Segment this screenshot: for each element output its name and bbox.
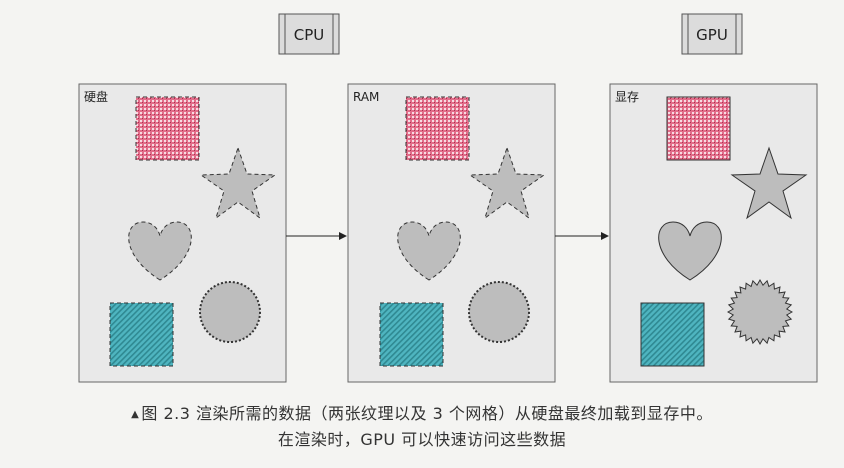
star-mesh — [199, 146, 277, 220]
cpu-label: CPU — [294, 26, 325, 44]
star-mesh — [468, 146, 546, 220]
gear-mesh — [468, 281, 530, 343]
caption-marker: ▲ — [131, 409, 140, 420]
gpu-label: GPU — [696, 26, 728, 44]
ram-panel: RAM — [347, 83, 556, 383]
figure-caption-line2: 在渲染时，GPU 可以快速访问这些数据 — [277, 430, 567, 449]
vram-panel: 显存 — [609, 83, 818, 383]
gpu-chip: GPU — [681, 13, 743, 55]
memory-transfer-diagram: CPU GPU 硬盘 RAM 显存 — [78, 13, 818, 383]
heart-mesh — [128, 221, 192, 281]
vram-label: 显存 — [615, 90, 639, 104]
disk-panel: 硬盘 — [78, 83, 287, 383]
caption-text-1: 图 2.3 渲染所需的数据（两张纹理以及 3 个网格）从硬盘最终加载到显存中。 — [141, 404, 713, 423]
pink-texture — [135, 96, 200, 161]
figure-caption-line1: ▲图 2.3 渲染所需的数据（两张纹理以及 3 个网格）从硬盘最终加载到显存中。 — [0, 400, 844, 424]
pink-texture — [405, 96, 470, 161]
heart-mesh — [658, 221, 722, 281]
teal-texture — [379, 302, 444, 367]
disk-label: 硬盘 — [84, 89, 108, 104]
teal-texture — [640, 302, 705, 367]
heart-mesh — [397, 221, 461, 281]
gear-mesh — [199, 281, 261, 343]
star-mesh — [730, 146, 808, 220]
ram-label: RAM — [353, 90, 379, 104]
teal-texture — [109, 302, 174, 367]
pink-texture — [666, 96, 731, 161]
gear-mesh — [726, 278, 794, 346]
cpu-chip: CPU — [278, 13, 340, 55]
